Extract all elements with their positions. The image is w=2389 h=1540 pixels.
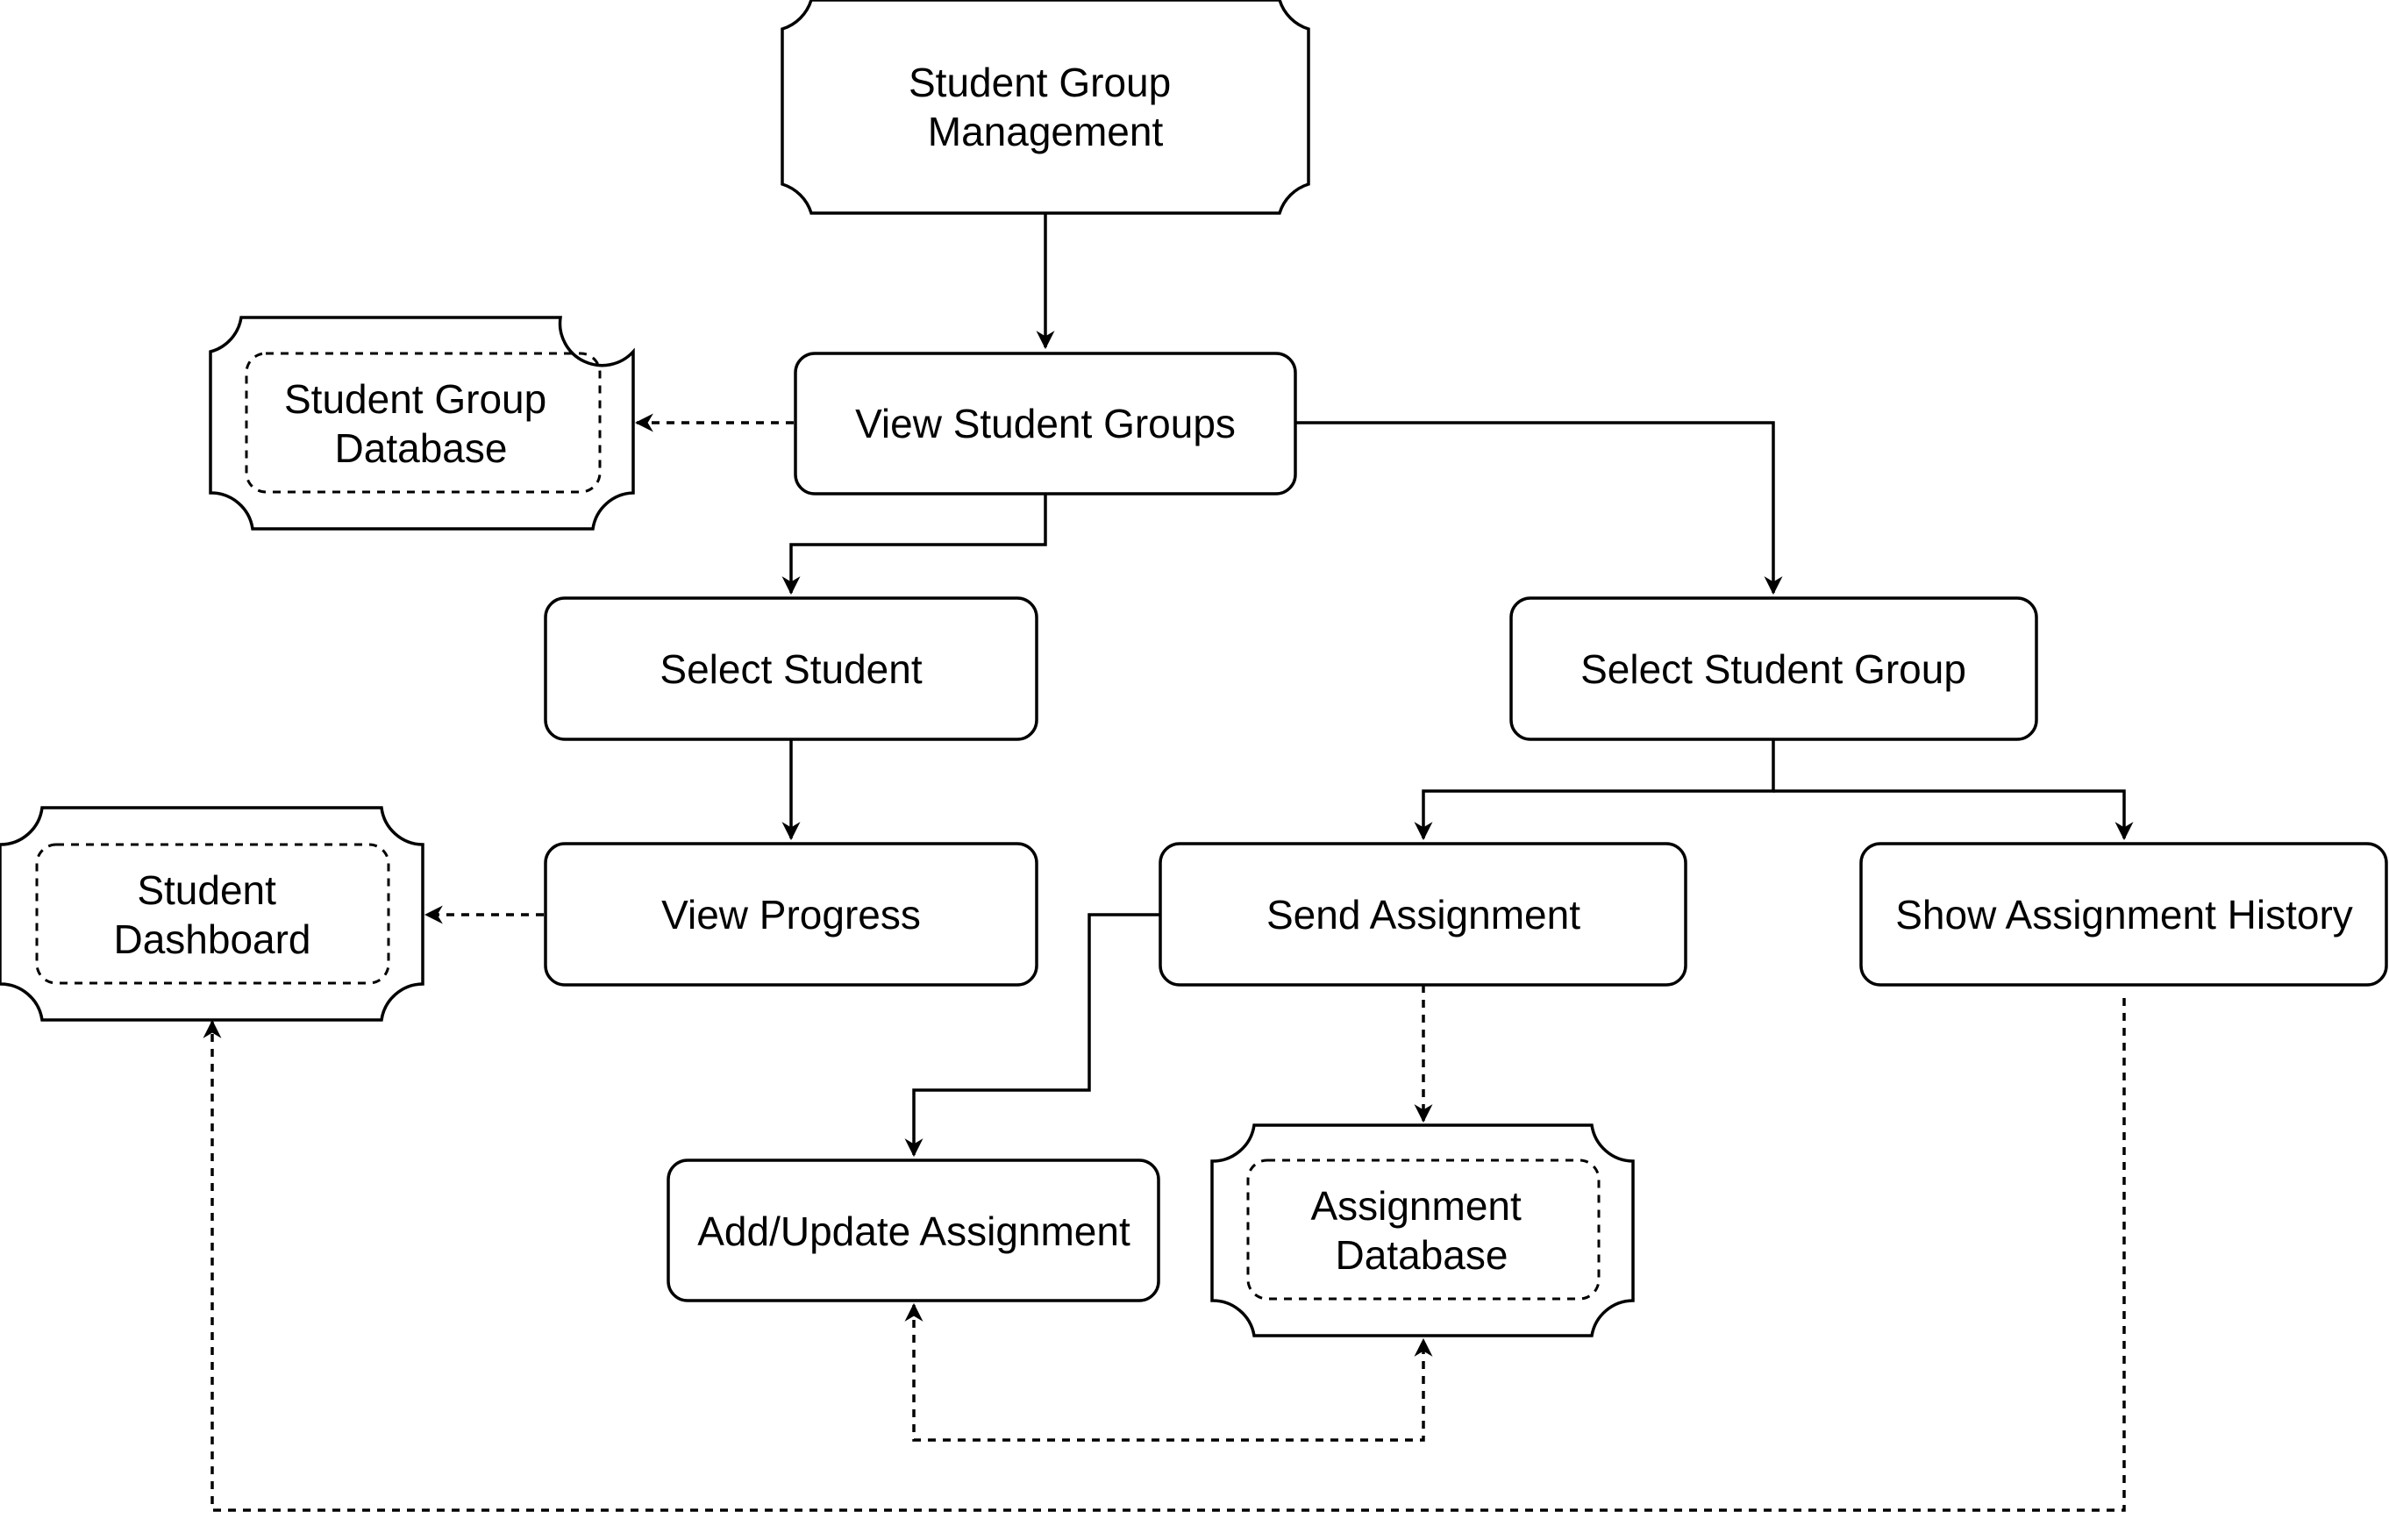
edge-select-group-to-send-assignment: [1414, 739, 1775, 841]
node-student-group-management: Student Group Management: [781, 0, 1310, 215]
node-student-group-database: Student Group Database: [209, 316, 635, 531]
node-assignment-database: Assignment Database: [1210, 1123, 1635, 1337]
node-show-assignment-history: Show Assignment History: [1859, 842, 2388, 987]
node-label: Assignment: [1310, 1183, 1522, 1229]
svg-text:Student Dashboard: Student Dashboard: [113, 867, 310, 962]
edge-send-assignment-to-add-update: [904, 913, 1159, 1158]
node-label: Student Group: [909, 60, 1171, 105]
edge-view-groups-to-select-group: [1295, 421, 1783, 595]
node-student-dashboard: Student Dashboard: [0, 806, 424, 1022]
node-label: Add/Update Assignment: [697, 1208, 1130, 1254]
node-select-student: Select Student: [544, 596, 1038, 741]
node-label: Show Assignment History: [1895, 892, 2353, 938]
node-label: Management: [928, 109, 1164, 154]
node-label: Database: [335, 425, 508, 471]
node-view-progress: View Progress: [544, 842, 1038, 987]
node-add-update-assignment: Add/Update Assignment: [667, 1159, 1160, 1302]
node-select-student-group: Select Student Group: [1509, 596, 2038, 741]
node-send-assignment: Send Assignment: [1159, 842, 1687, 987]
edge-add-update-to-assignment-db: [904, 1302, 1433, 1442]
node-label: Send Assignment: [1266, 892, 1580, 938]
edge-view-groups-to-select-student: [781, 494, 1047, 595]
node-label: Database: [1336, 1232, 1508, 1278]
svg-text:Student Group Management: Student Group Management: [909, 60, 1182, 154]
node-label: View Student Groups: [855, 401, 1236, 446]
edge-select-group-to-show-history: [1773, 789, 2134, 841]
svg-text:Student Group Database: Student Group Database: [284, 376, 558, 471]
node-view-student-groups: View Student Groups: [794, 352, 1297, 496]
edge-show-history-to-dashboard: [203, 998, 2126, 1512]
node-label: Student Group: [284, 376, 546, 422]
node-label: Select Student Group: [1580, 646, 1966, 692]
svg-text:Assignment Database: Assignment Database: [1310, 1183, 1532, 1278]
node-label: View Progress: [661, 892, 921, 938]
node-label: Student: [137, 867, 276, 913]
node-label: Select Student: [660, 646, 922, 692]
node-label: Dashboard: [113, 916, 310, 962]
